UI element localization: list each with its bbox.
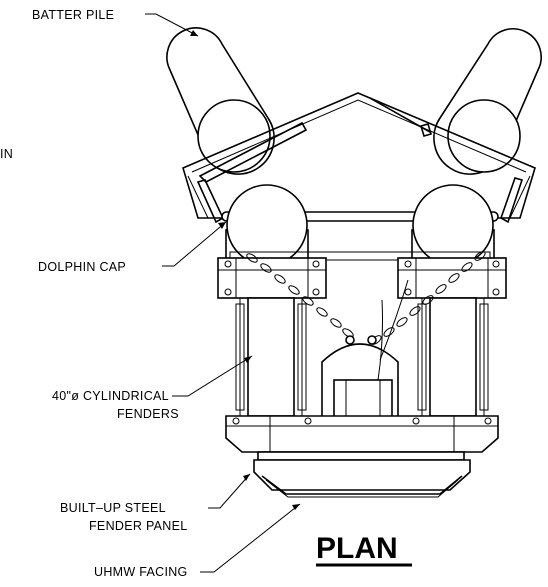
label-partial-in: IN — [0, 147, 13, 161]
upper-bracket-left — [217, 257, 327, 299]
fender-panel — [253, 451, 471, 491]
label-fenders-line1: 40"ø CYLINDRICAL — [52, 389, 169, 403]
plan-title: PLAN — [316, 532, 398, 565]
fender-cylinder-top-left — [225, 184, 309, 266]
fender-cylinder-top-right — [411, 184, 495, 266]
cap-underside — [229, 251, 491, 261]
chain-shackle-left — [345, 335, 355, 345]
uhmw-facing-inner — [265, 479, 459, 498]
lower-bracket — [225, 415, 499, 453]
chain-left — [246, 253, 354, 338]
cylindrical-fender-left — [235, 297, 307, 417]
label-batter-pile: BATTER PILE — [32, 8, 114, 22]
label-panel-line1: BUILT–UP STEEL — [60, 501, 166, 515]
chain-shackle-right — [367, 335, 377, 345]
label-dolphin-cap: DOLPHIN CAP — [38, 260, 126, 274]
label-uhmw-facing: UHMW FACING — [94, 565, 188, 579]
label-panel-line2: FENDER PANEL — [89, 519, 188, 533]
label-fenders-line2: FENDERS — [117, 407, 179, 421]
upper-bracket-right — [397, 257, 507, 299]
cylindrical-fender-right — [417, 297, 489, 417]
batter-pile-right — [433, 28, 542, 175]
uhmw-facing — [261, 475, 463, 495]
leader-lines — [145, 13, 301, 573]
